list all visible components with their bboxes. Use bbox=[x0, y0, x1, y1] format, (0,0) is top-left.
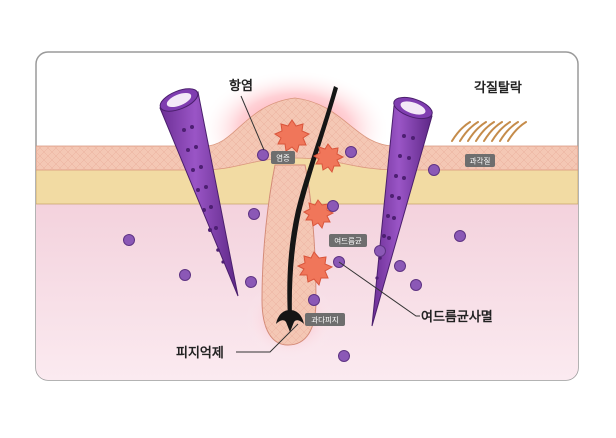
tag-hyperkeratosis: 과각질 bbox=[465, 154, 495, 167]
label-acne-bacteria-kill: 여드름균사멸 bbox=[421, 309, 493, 325]
label-sebum-suppression: 피지억제 bbox=[176, 346, 224, 361]
microneedle-icon bbox=[371, 96, 433, 327]
purple-particle-icon bbox=[123, 146, 466, 362]
svg-text:염증: 염증 bbox=[276, 154, 290, 163]
hair-bulb bbox=[276, 310, 304, 332]
label-keratin-exfoliation: 각질탈락 bbox=[474, 81, 522, 96]
tag-inflammation: 염증 bbox=[271, 151, 295, 164]
microneedle-icon bbox=[159, 88, 239, 297]
tag-acne-bacteria: 여드름균 bbox=[329, 234, 367, 247]
keratin-flake-icon bbox=[451, 121, 527, 142]
tag-excess-sebum: 과다피지 bbox=[305, 313, 345, 326]
svg-text:여드름균: 여드름균 bbox=[334, 236, 362, 246]
label-anti-inflammatory: 항염 bbox=[229, 78, 253, 94]
acne-bacteria-icon bbox=[273, 119, 345, 287]
svg-text:과각질: 과각질 bbox=[470, 156, 491, 166]
svg-text:과다피지: 과다피지 bbox=[311, 316, 339, 325]
